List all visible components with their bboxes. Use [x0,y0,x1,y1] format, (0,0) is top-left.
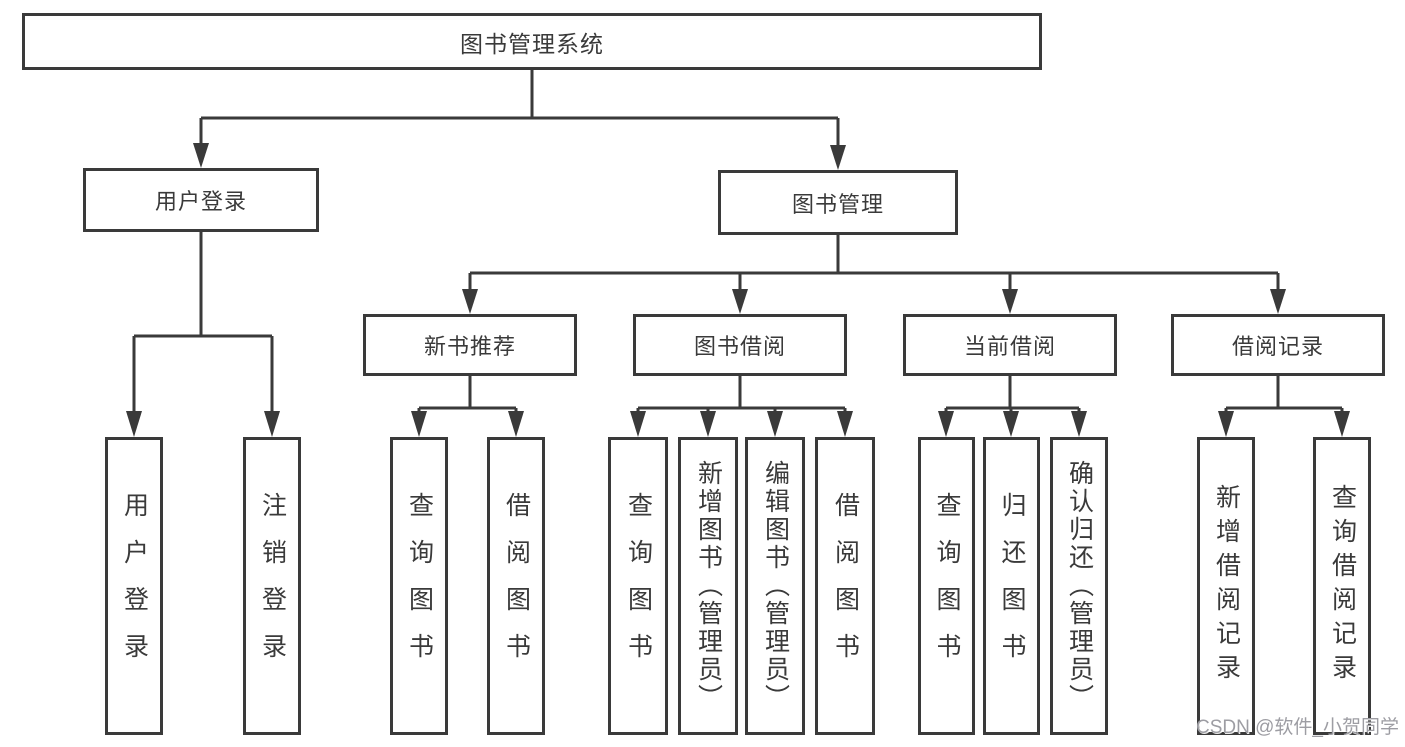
node-label: 新增借阅记录 [1212,484,1241,688]
connector-current-borrow-to-leaves [938,376,1087,437]
leaf-logout: 注销登录 [243,437,301,735]
leaf-query-books-borrow: 查询图书 [608,437,668,735]
leaf-add-borrow-record: 新增借阅记录 [1197,437,1255,735]
leaf-confirm-return-admin: 确认归还（管理员） [1050,437,1108,735]
leaf-query-borrow-record: 查询借阅记录 [1313,437,1371,735]
node-label: 注销登录 [258,492,287,680]
node-label: 查询借阅记录 [1328,484,1357,688]
leaf-return-books: 归还图书 [983,437,1040,735]
csdn-watermark: CSDN @软件_小贺同学 [1196,717,1399,738]
leaf-user-login: 用户登录 [105,437,163,735]
node-label: 图书借阅 [693,334,786,359]
leaf-query-books-current: 查询图书 [918,437,975,735]
node-label: 确认归还（管理员） [1065,460,1094,712]
node-label: 新书推荐 [423,334,516,359]
node-current-borrow: 当前借阅 [903,314,1117,376]
node-label: 归还图书 [998,492,1026,680]
node-label: 用户登录 [120,492,149,680]
leaf-query-books-recommend: 查询图书 [390,437,448,735]
node-borrow-records: 借阅记录 [1171,314,1385,376]
node-library-management-system: 图书管理系统 [22,13,1042,70]
node-label: 新增图书（管理员） [694,460,723,712]
leaf-borrow-books-recommend: 借阅图书 [487,437,545,735]
node-label: 图书管理 [791,191,884,217]
node-label: 当前借阅 [963,334,1056,359]
node-label: 查询图书 [933,492,961,680]
node-new-book-recommend: 新书推荐 [363,314,577,376]
node-label: 借阅图书 [831,492,860,680]
node-label: 借阅记录 [1231,334,1324,359]
connector-borrow-records-to-leaves [1218,376,1350,437]
connector-book-management-to-level3 [462,235,1286,314]
node-user-login-branch: 用户登录 [83,168,319,232]
node-label: 借阅图书 [502,492,531,680]
node-label: 图书管理系统 [460,30,604,57]
connector-new-book-recommend-to-leaves [411,376,524,437]
leaf-borrow-books: 借阅图书 [815,437,875,735]
connector-user-login-to-leaves [126,232,280,437]
leaf-edit-books-admin: 编辑图书（管理员） [745,437,805,735]
connector-root-to-level2 [193,70,846,170]
node-label: 查询图书 [405,492,434,680]
connector-book-borrow-to-leaves [630,376,853,437]
node-book-borrow: 图书借阅 [633,314,847,376]
node-book-management-branch: 图书管理 [718,170,958,235]
node-label: 编辑图书（管理员） [761,460,790,712]
node-label: 用户登录 [154,189,247,214]
leaf-add-books-admin: 新增图书（管理员） [678,437,738,735]
node-label: 查询图书 [624,492,653,680]
